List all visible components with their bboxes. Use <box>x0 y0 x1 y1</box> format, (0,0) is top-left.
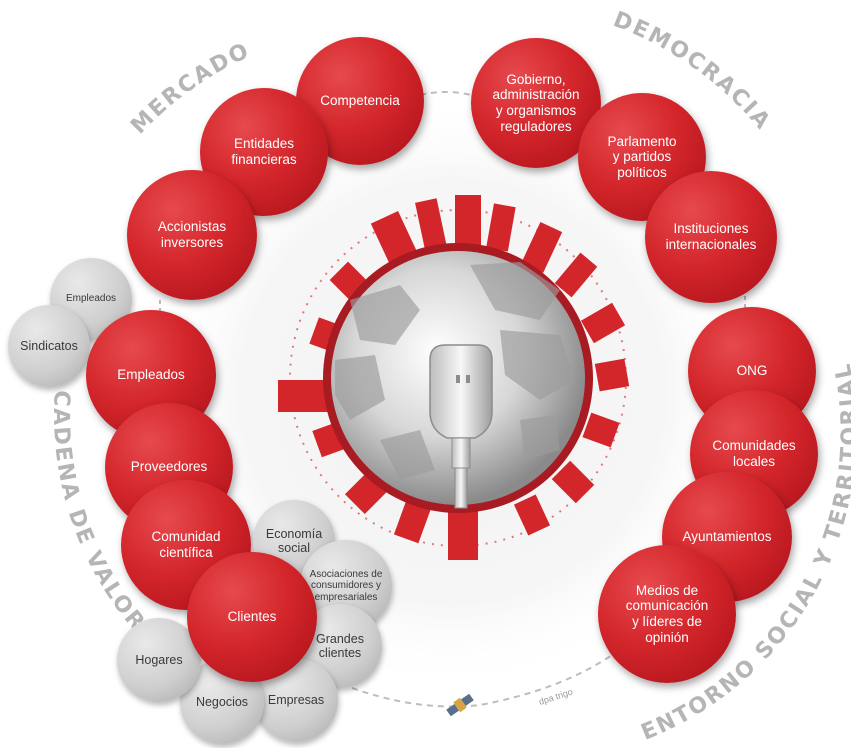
node-label: Negocios <box>195 694 249 709</box>
node-label: Entidades financieras <box>231 136 297 167</box>
city-skyline <box>278 195 630 560</box>
node-label: Comunidad científica <box>151 529 221 560</box>
node-label: Comunidades locales <box>712 438 796 469</box>
node-label: Empresas <box>267 692 325 707</box>
node-label: Economía social <box>265 526 323 555</box>
node-label: Grandes clientes <box>316 631 364 660</box>
node-gobierno[interactable]: Gobierno, administración y organismos re… <box>471 38 601 168</box>
node-instituciones-internacionales[interactable]: Instituciones internacionales <box>645 171 777 303</box>
power-plug-icon <box>429 344 493 509</box>
node-label: Proveedores <box>130 459 208 475</box>
globe-continents <box>335 262 575 480</box>
node-label: Ayuntamientos <box>682 529 772 545</box>
node-hogares[interactable]: Hogares <box>117 618 201 702</box>
node-label: Parlamento y partidos políticos <box>607 133 677 180</box>
node-label: Hogares <box>135 652 183 667</box>
node-label: Accionistas inversores <box>157 219 227 250</box>
node-sindicatos[interactable]: Sindicatos <box>8 305 90 387</box>
node-label: Clientes <box>227 609 277 625</box>
node-label: Competencia <box>320 93 400 109</box>
node-label: Asociaciones de consumidores y empresari… <box>309 568 383 603</box>
node-label: Instituciones internacionales <box>665 221 757 252</box>
node-medios-comunicacion[interactable]: Medios de comunicación y líderes de opin… <box>598 545 736 683</box>
node-accionistas-inversores[interactable]: Accionistas inversores <box>127 170 257 300</box>
node-clientes[interactable]: Clientes <box>187 552 317 682</box>
node-label: Empleados <box>117 367 185 383</box>
node-label: ONG <box>736 363 768 379</box>
connector-cadena-entorno <box>351 654 613 708</box>
globe-illustration <box>278 195 630 560</box>
node-label: Empleados <box>65 293 117 305</box>
satellite-caption: dpa trigo <box>538 687 574 707</box>
node-label: Sindicatos <box>20 338 78 353</box>
satellite-icon <box>446 693 474 717</box>
globe-orbit <box>289 209 627 547</box>
node-label: Gobierno, administración y organismos re… <box>492 71 580 134</box>
node-label: Medios de comunicación y líderes de opin… <box>625 582 709 645</box>
connector-mercado-democracia <box>419 91 479 98</box>
